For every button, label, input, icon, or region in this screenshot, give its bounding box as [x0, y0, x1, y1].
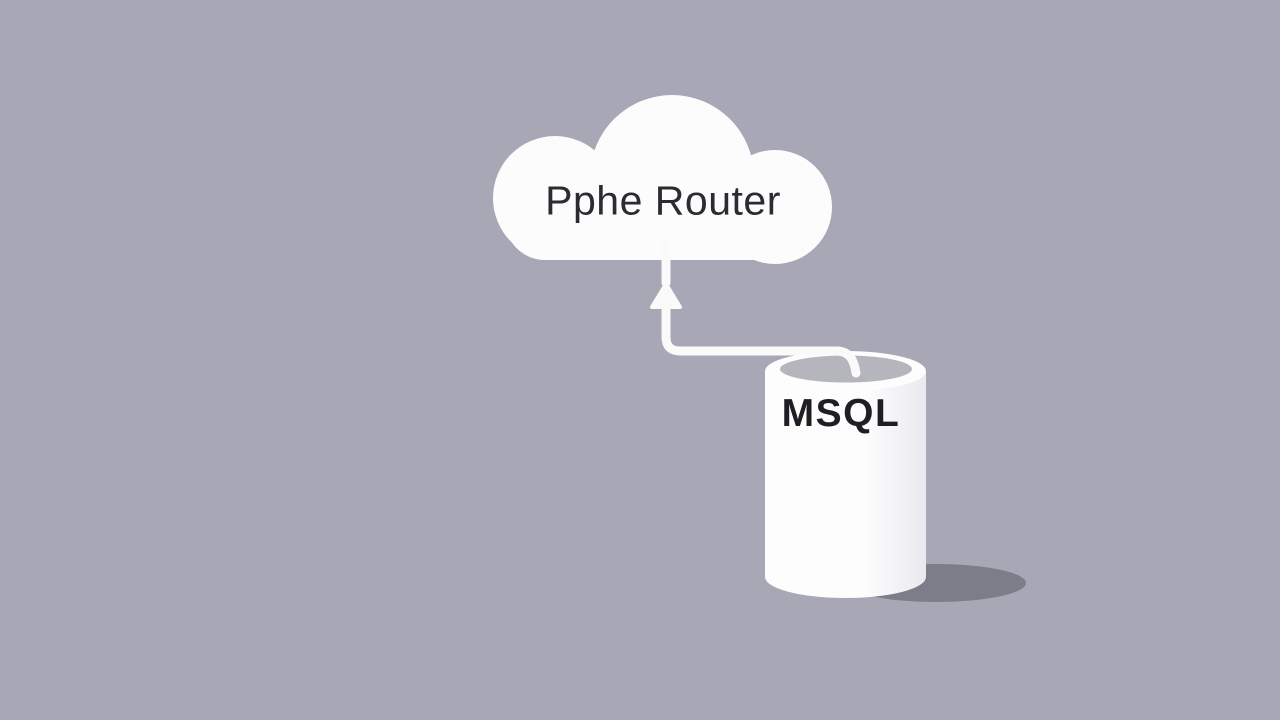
cloud-shape [493, 95, 832, 264]
database-label: MSQL [781, 392, 901, 435]
connector-elbow-segment [661, 300, 861, 378]
cloud-label: Pphe Router [545, 177, 781, 224]
cylinder-body [765, 371, 926, 598]
cylinder-opening [780, 355, 912, 383]
connector [650, 238, 861, 378]
arrowhead-up-icon [650, 282, 682, 309]
cloud-base [505, 180, 825, 260]
database-cylinder [765, 351, 926, 598]
